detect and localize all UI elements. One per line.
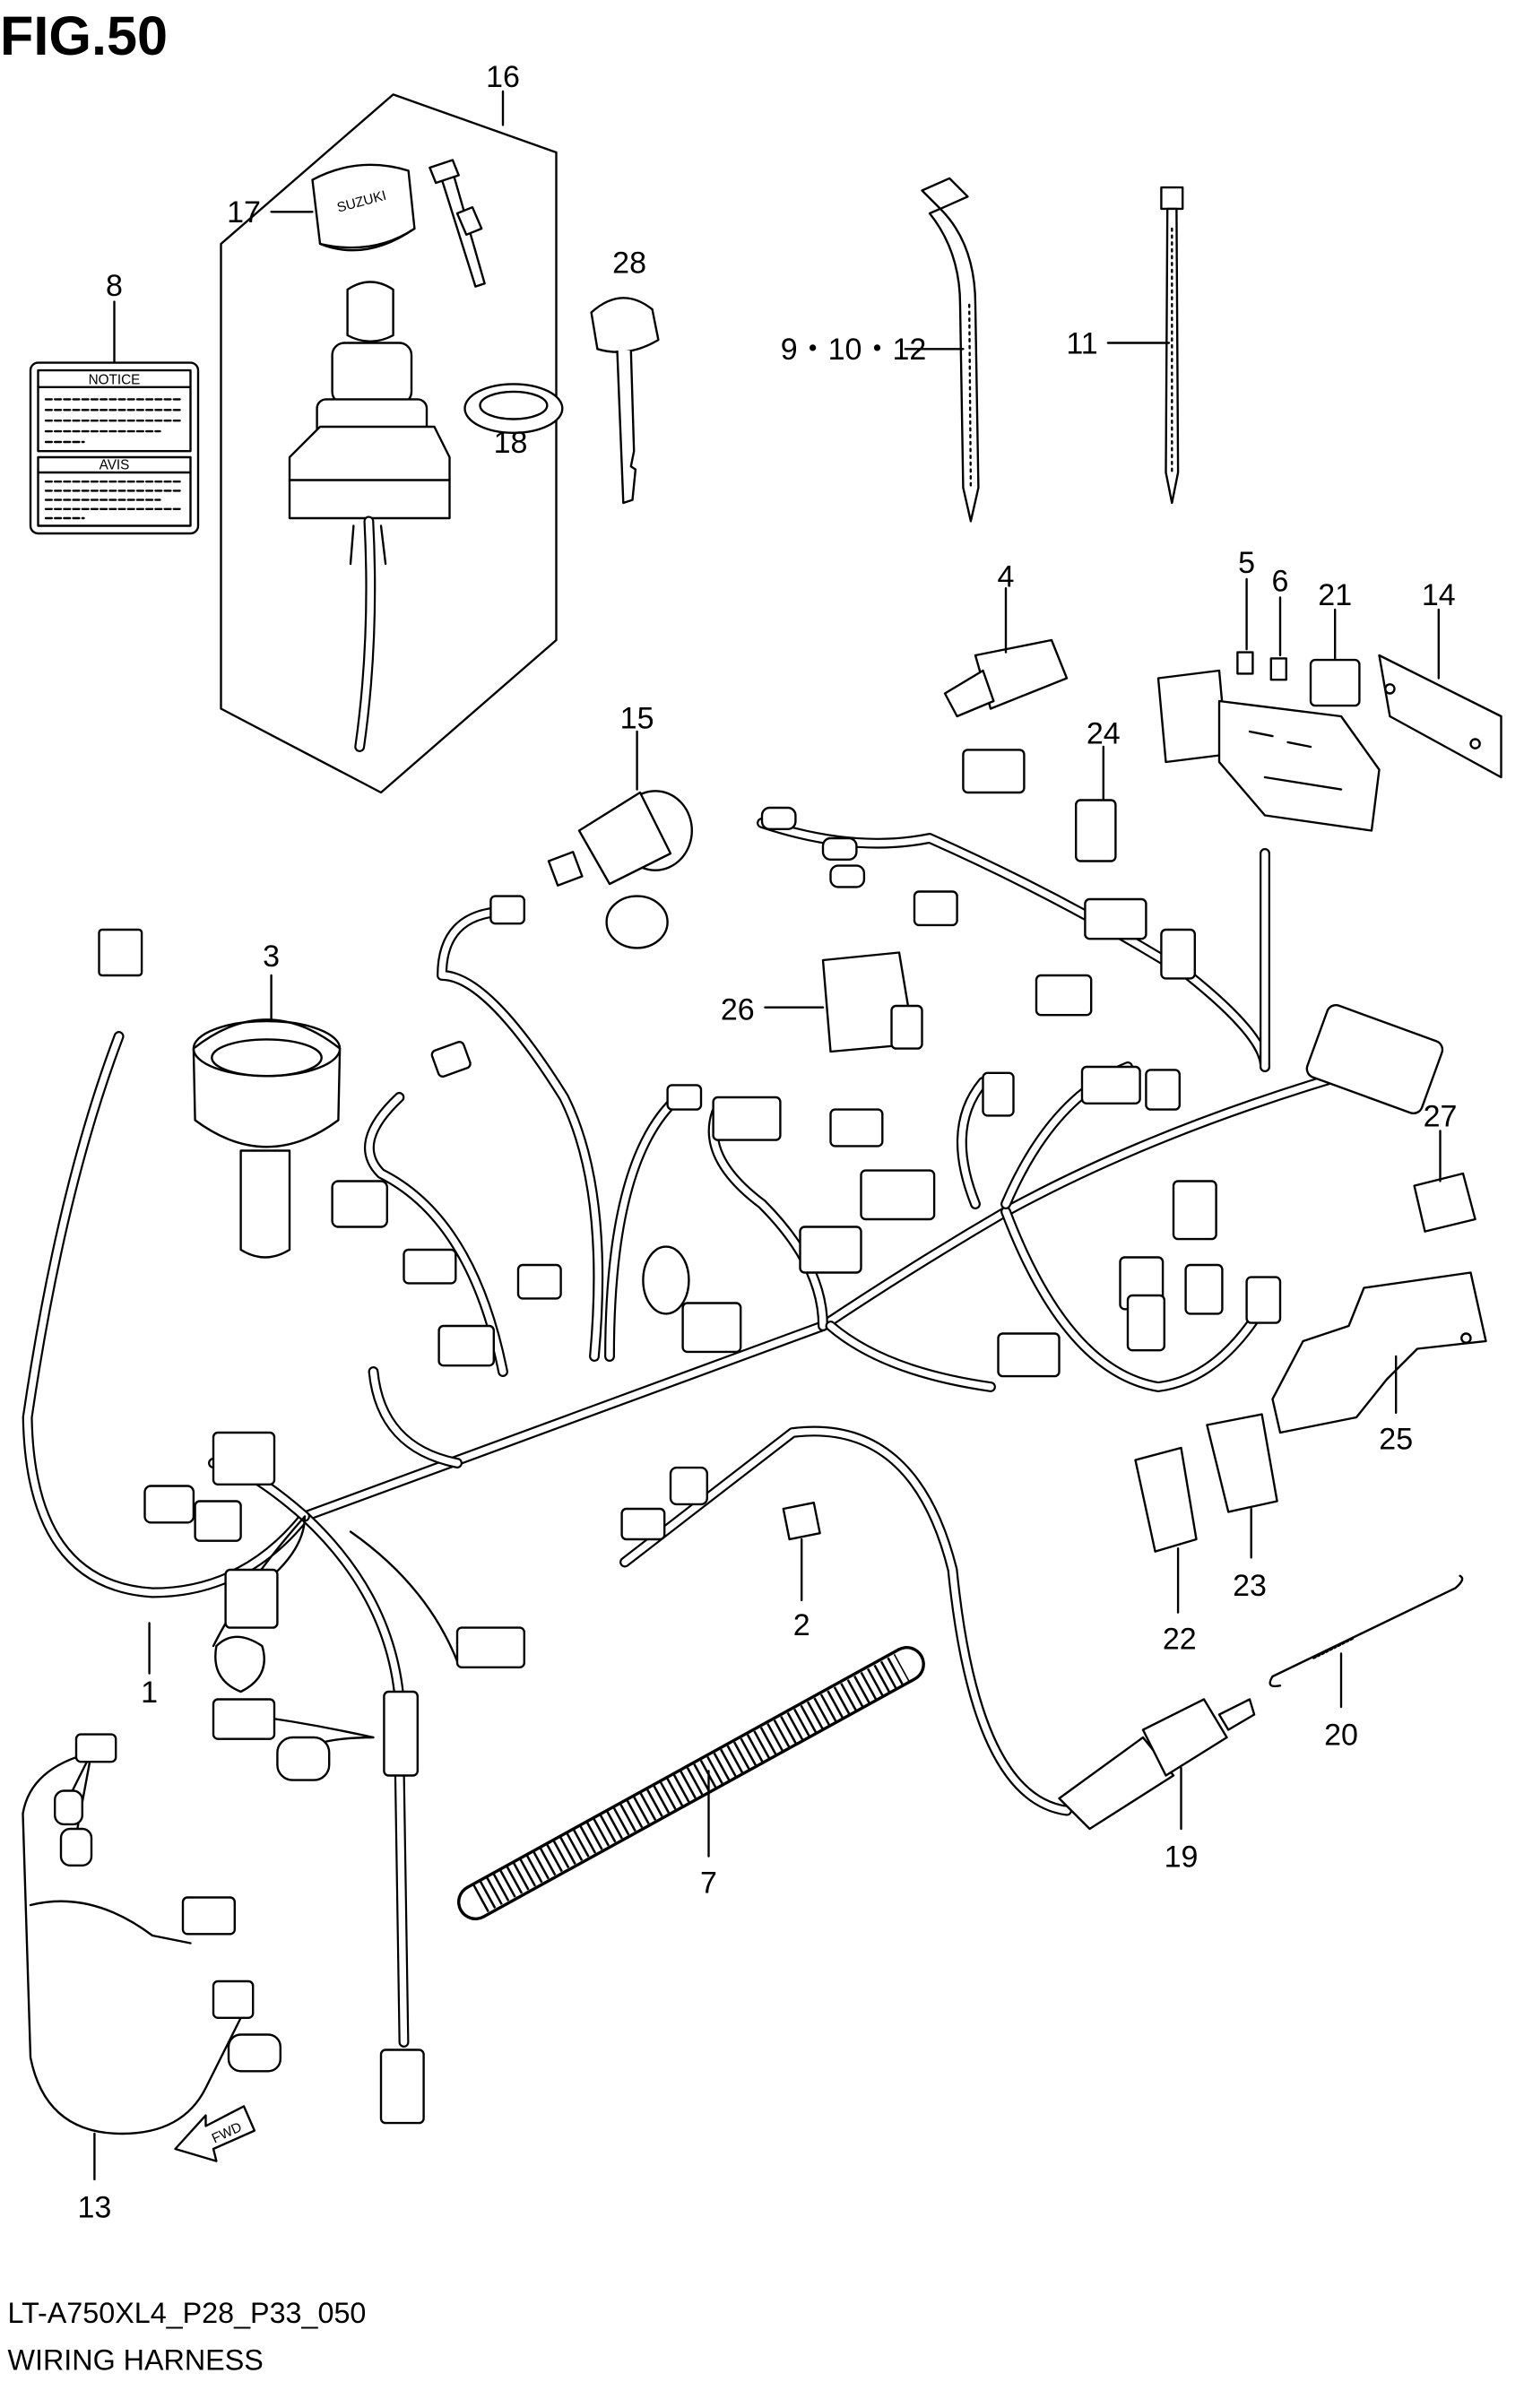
- callout-5: 5: [1238, 546, 1255, 580]
- callout-27: 27: [1424, 1099, 1458, 1133]
- callout-3: 3: [263, 940, 280, 974]
- callout-4: 4: [998, 559, 1015, 593]
- relay-26: [764, 951, 923, 1053]
- callout-20: 20: [1324, 1719, 1358, 1753]
- callout-18: 18: [494, 426, 528, 460]
- bracket-25: [1271, 1271, 1487, 1434]
- ignition-switch-kit: SUZUKI: [220, 90, 558, 794]
- harness-connectors: [98, 749, 1444, 2125]
- connector-24: [1075, 745, 1117, 862]
- corrugated-tube: [457, 1646, 925, 1921]
- callout-16: 16: [486, 60, 520, 94]
- relay-22: [1134, 1446, 1198, 1614]
- fuse-6: [1269, 596, 1287, 681]
- callout-28: 28: [612, 246, 646, 280]
- callout-25: 25: [1379, 1423, 1413, 1457]
- ring-nut: [463, 383, 564, 434]
- oxygen-sensor: [1058, 1698, 1256, 1831]
- key: [590, 297, 660, 505]
- figure-title: FIG.50: [0, 5, 168, 66]
- fuse-box: [1156, 669, 1381, 832]
- callout-17: 17: [227, 195, 261, 230]
- callout-24: 24: [1087, 717, 1121, 751]
- callout-8: 8: [106, 269, 123, 303]
- callout-9-10-12: 9・10・12: [781, 333, 927, 367]
- rubber-boot: [192, 974, 342, 1259]
- main-wiring-harness: [22, 818, 1377, 2048]
- callout-6: 6: [1272, 565, 1289, 599]
- forward-arrow-icon: FWD: [174, 2105, 256, 2162]
- spring-wire: [1269, 1574, 1464, 1709]
- cable-tie-large: [904, 177, 980, 523]
- callout-2: 2: [793, 1608, 810, 1642]
- callout-23: 23: [1233, 1569, 1267, 1603]
- notice-label-plate: NOTICE AVIS: [29, 300, 200, 535]
- callout-21: 21: [1318, 578, 1352, 612]
- notice-heading: NOTICE: [89, 372, 141, 387]
- callout-11: 11: [1066, 326, 1097, 360]
- figure-code: LT-A750XL4_P28_P33_050: [7, 2297, 366, 2329]
- cable-tie-small: [1106, 186, 1184, 505]
- callout-1: 1: [141, 1676, 158, 1710]
- connector-27: [1413, 1130, 1476, 1233]
- callout-7: 7: [700, 1866, 717, 1900]
- callout-14: 14: [1422, 578, 1456, 612]
- fuse-5: [1236, 577, 1254, 675]
- callout-13: 13: [77, 2191, 111, 2225]
- relay-23: [1206, 1413, 1278, 1559]
- avis-heading: AVIS: [100, 458, 130, 473]
- figure-name: WIRING HARNESS: [7, 2343, 263, 2376]
- bracket-14: [1378, 608, 1502, 779]
- relay-21: [1309, 608, 1361, 707]
- callout-15: 15: [620, 702, 654, 736]
- block-2: [782, 1502, 821, 1602]
- sub-harness-13: [22, 1733, 281, 2181]
- callout-26: 26: [721, 992, 755, 1026]
- accessory-socket: [547, 730, 693, 949]
- terminal-cap: [943, 587, 1069, 718]
- callout-22: 22: [1163, 1622, 1197, 1656]
- callout-19: 19: [1165, 1841, 1199, 1875]
